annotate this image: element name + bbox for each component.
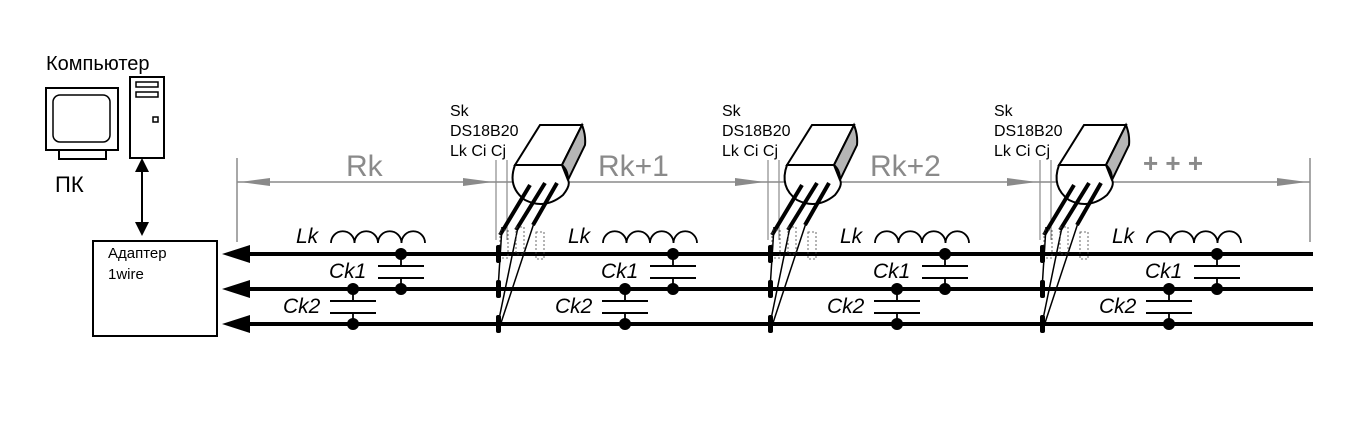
adapter-label-line2: 1wire bbox=[108, 266, 144, 283]
sensor-model: DS18B20 bbox=[450, 123, 519, 140]
parasitic-capacitance-box bbox=[787, 226, 797, 255]
capacitor-ck2-label: Ck2 bbox=[283, 295, 321, 318]
sensor-name: Sk bbox=[722, 103, 742, 120]
bus-connection-tab bbox=[1040, 280, 1045, 298]
capacitor-ck1-icon bbox=[378, 248, 424, 295]
capacitor-ck2-label: Ck2 bbox=[555, 295, 593, 318]
parasitic-capacitance-box bbox=[515, 226, 525, 255]
sensor-params: Lk Ci Cj bbox=[722, 143, 778, 160]
inductor-label: Lk bbox=[840, 225, 864, 248]
parasitic-capacitance-box bbox=[499, 229, 509, 259]
capacitor-ck2-icon bbox=[602, 283, 648, 330]
capacitor-ck1-icon bbox=[650, 248, 696, 295]
bidirectional-arrow-icon bbox=[135, 158, 149, 236]
parasitic-capacitance-box bbox=[535, 231, 545, 260]
distance-label-rk1: Rk+1 bbox=[598, 150, 669, 183]
bus-connection-tab bbox=[496, 245, 501, 263]
bus-connection-tab bbox=[768, 245, 773, 263]
monitor-icon bbox=[45, 87, 119, 160]
parasitic-capacitance-box bbox=[1043, 229, 1053, 259]
sensor-name: Sk bbox=[994, 103, 1014, 120]
bus-connection-tab bbox=[768, 280, 773, 298]
capacitor-ck2-icon bbox=[1146, 283, 1192, 330]
arrowhead-icon bbox=[222, 315, 250, 333]
distance-label-rk: Rk bbox=[346, 150, 384, 183]
bus-connection-tab bbox=[496, 280, 501, 298]
inductor-icon bbox=[602, 230, 698, 244]
arrowhead-icon bbox=[222, 280, 250, 298]
capacitor-ck2-label: Ck2 bbox=[1099, 295, 1137, 318]
bus-connection-tab bbox=[1040, 245, 1045, 263]
inductor-icon bbox=[1146, 230, 1242, 244]
capacitor-ck1-icon bbox=[1194, 248, 1240, 295]
inductor-label: Lk bbox=[568, 225, 592, 248]
distance-label-more: + + + bbox=[1143, 148, 1203, 178]
capacitor-ck2-icon bbox=[330, 283, 376, 330]
bus-connection-tab bbox=[1040, 315, 1045, 333]
computer-title: Компьютер bbox=[46, 53, 150, 75]
sensor-params: Lk Ci Cj bbox=[450, 143, 506, 160]
sensor-model: DS18B20 bbox=[994, 123, 1063, 140]
parasitic-capacitance-box bbox=[1059, 226, 1069, 255]
parasitic-capacitance-box bbox=[1079, 231, 1089, 260]
parasitic-capacitance-box bbox=[771, 229, 781, 259]
sensor-legs bbox=[497, 181, 559, 333]
sensor-name: Sk bbox=[450, 103, 470, 120]
sensor-model: DS18B20 bbox=[722, 123, 791, 140]
capacitor-ck1-label: Ck1 bbox=[873, 260, 910, 283]
bus-lines bbox=[222, 245, 1313, 333]
bus-connection-tab bbox=[496, 315, 501, 333]
capacitor-ck2-label: Ck2 bbox=[827, 295, 865, 318]
adapter-box: Адаптер 1wire bbox=[92, 240, 218, 337]
computer-group: Компьютер ПК bbox=[45, 53, 165, 236]
inductor-label: Lk bbox=[296, 225, 320, 248]
capacitor-ck2-icon bbox=[874, 283, 920, 330]
bus-connection-tab bbox=[768, 315, 773, 333]
adapter-label-line1: Адаптер bbox=[108, 245, 167, 262]
inductor-icon bbox=[330, 230, 426, 244]
capacitor-ck1-label: Ck1 bbox=[329, 260, 366, 283]
computer-label: ПК bbox=[55, 172, 84, 197]
arrowhead-icon bbox=[222, 245, 250, 263]
capacitor-ck1-label: Ck1 bbox=[1145, 260, 1182, 283]
sensor-params: Lk Ci Cj bbox=[994, 143, 1050, 160]
sensor-legs bbox=[769, 181, 831, 333]
capacitor-ck1-icon bbox=[922, 248, 968, 295]
inductor-label: Lk bbox=[1112, 225, 1136, 248]
distance-label-rk2: Rk+2 bbox=[870, 150, 941, 183]
parasitic-capacitance-box bbox=[807, 231, 817, 260]
system-unit-icon bbox=[129, 76, 165, 159]
capacitor-ck1-label: Ck1 bbox=[601, 260, 638, 283]
sensor-legs bbox=[1041, 181, 1103, 333]
inductor-icon bbox=[874, 230, 970, 244]
